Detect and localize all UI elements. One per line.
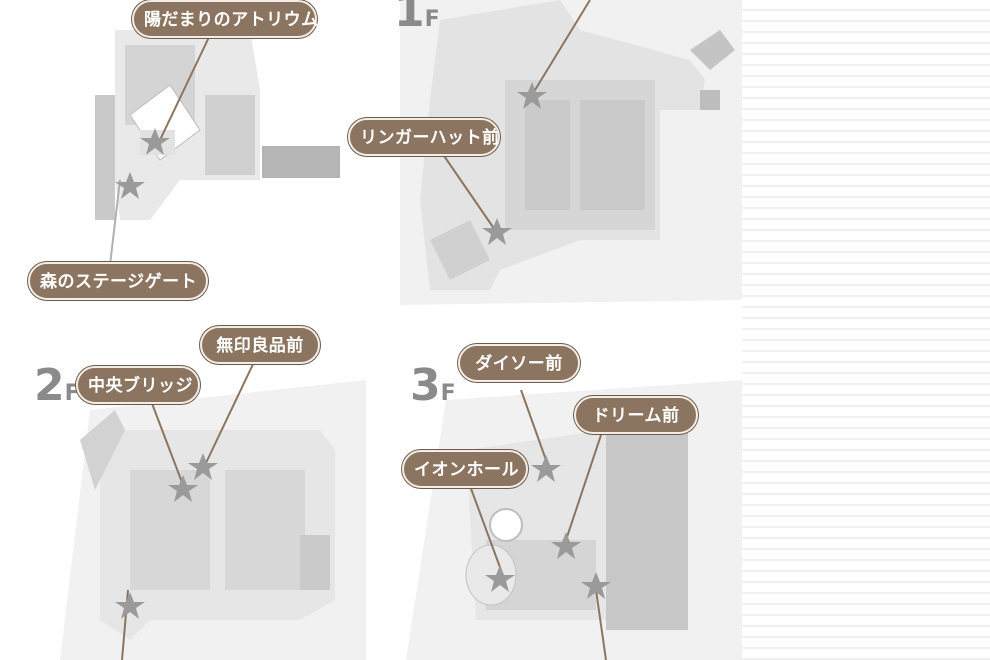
callout-atrium[interactable]: 陽だまりのアトリウム bbox=[132, 0, 318, 38]
star-marker-icon[interactable] bbox=[140, 128, 170, 155]
floor-number: 2 bbox=[34, 360, 65, 411]
ground-floor-map: 陽だまりのアトリウム 森のステージゲート bbox=[0, 0, 360, 320]
star-marker-icon[interactable] bbox=[168, 475, 198, 502]
callout-stage-gate[interactable]: 森のステージゲート bbox=[28, 262, 208, 300]
ground-floor-plan bbox=[95, 30, 340, 266]
floor-2f-map: 2F 中央ブリッジ 無印良品前 bbox=[0, 320, 366, 660]
floor-number: 3 bbox=[410, 360, 441, 411]
star-marker-icon[interactable] bbox=[188, 453, 218, 480]
callout-central-bridge[interactable]: 中央ブリッジ bbox=[76, 366, 200, 404]
star-marker-icon[interactable] bbox=[517, 82, 547, 109]
floor-3f-map: 3F ダイソー前 イオンホール ドリーム前 bbox=[366, 320, 742, 660]
callout-muji[interactable]: 無印良品前 bbox=[200, 326, 320, 364]
callout-ringer-hut[interactable]: リンガーハット前 bbox=[348, 118, 500, 156]
star-marker-icon[interactable] bbox=[551, 532, 581, 559]
floor-2f-label: 2F bbox=[34, 360, 80, 411]
floor-2f-plan bbox=[60, 359, 366, 660]
callout-aeon-hall[interactable]: イオンホール bbox=[402, 450, 528, 488]
star-marker-icon[interactable] bbox=[485, 565, 515, 592]
star-marker-icon[interactable] bbox=[115, 592, 145, 619]
floor-number: 1 bbox=[394, 0, 425, 37]
callout-daiso[interactable]: ダイソー前 bbox=[458, 344, 580, 382]
floor-1f-label: 1F bbox=[394, 0, 440, 37]
floor-1f-plan bbox=[400, 0, 742, 305]
star-marker-icon[interactable] bbox=[115, 172, 145, 199]
callout-dream[interactable]: ドリーム前 bbox=[574, 396, 698, 434]
floor-suffix: F bbox=[64, 381, 80, 406]
floor-suffix: F bbox=[440, 381, 456, 406]
star-marker-icon[interactable] bbox=[581, 572, 611, 599]
floor-1f-map: 1F リンガーハット前 bbox=[348, 0, 742, 320]
blank-side-panel bbox=[742, 0, 990, 660]
floor-3f-label: 3F bbox=[410, 360, 456, 411]
star-marker-icon[interactable] bbox=[531, 455, 561, 482]
floor-suffix: F bbox=[424, 7, 440, 32]
star-marker-icon[interactable] bbox=[482, 218, 512, 245]
